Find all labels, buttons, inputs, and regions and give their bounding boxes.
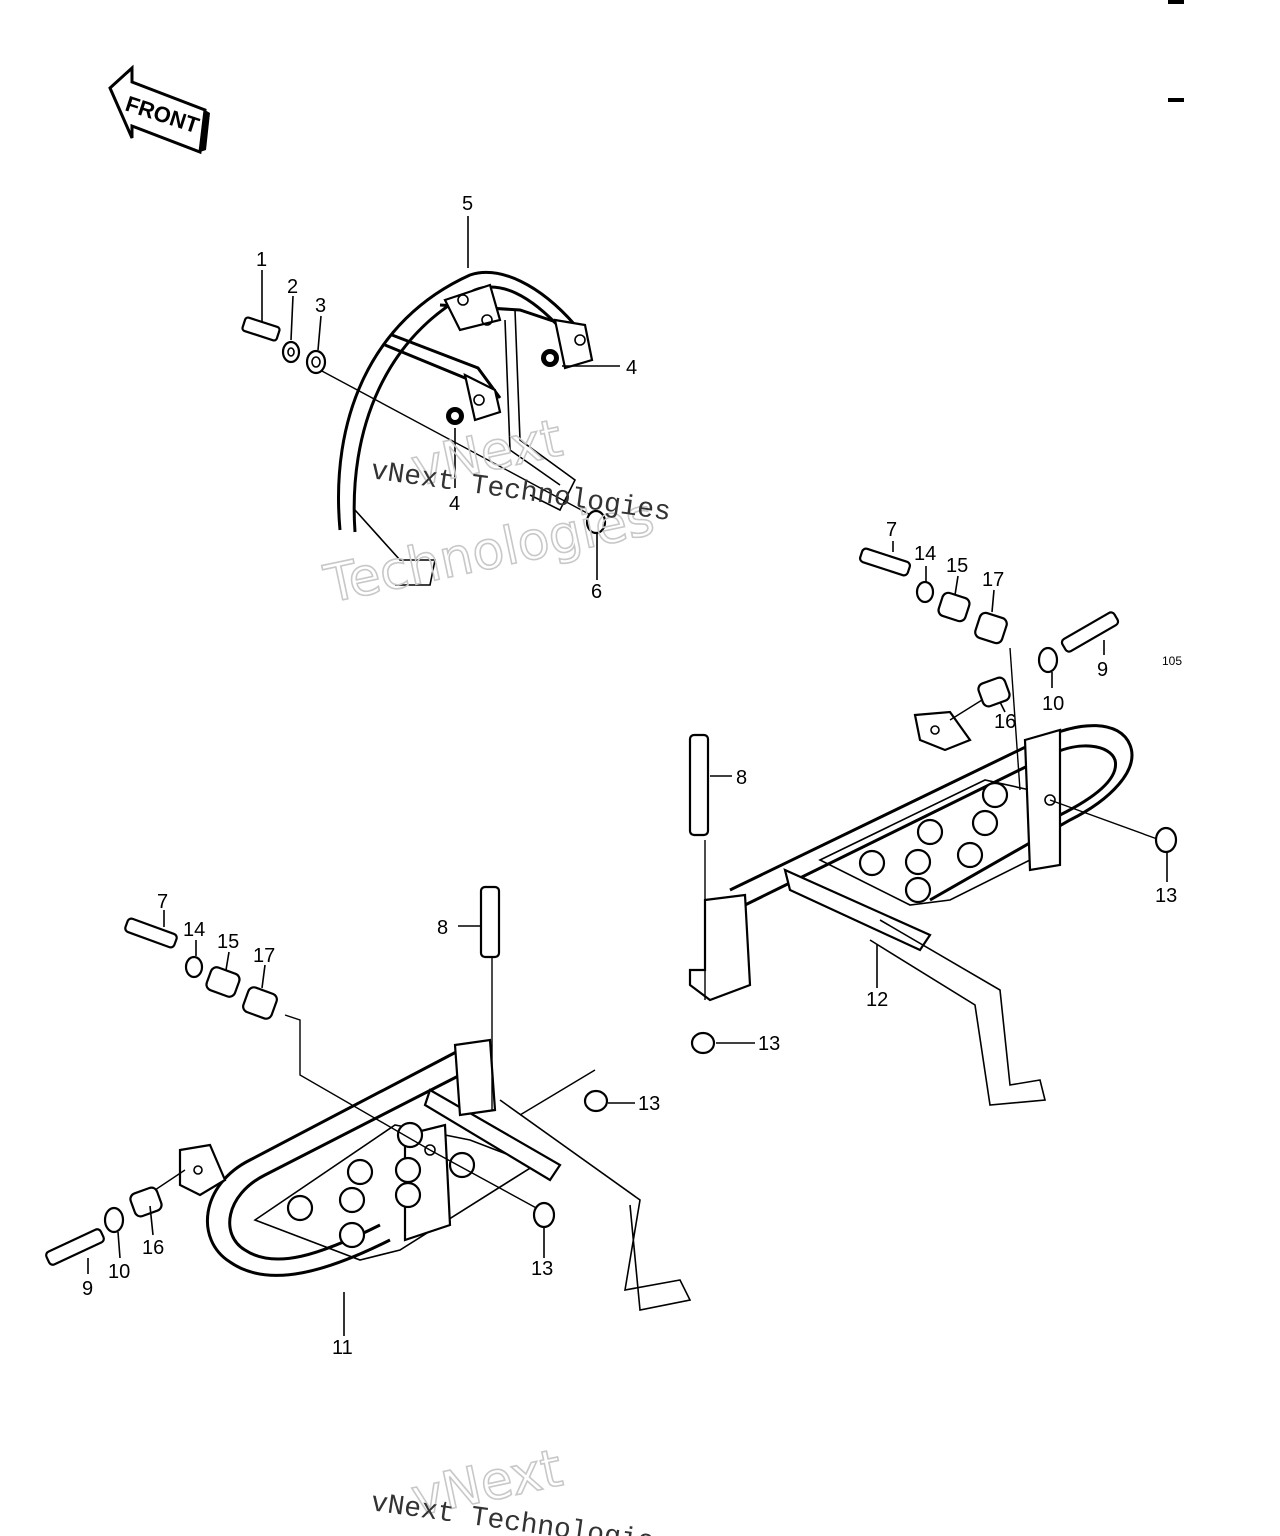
step-assembly-part-11 — [45, 885, 692, 1311]
grab-bar-part-5 — [319, 270, 601, 586]
callout-2: 2 — [287, 276, 298, 298]
callout-15-right: 15 — [946, 555, 968, 577]
callout-17-left: 17 — [253, 945, 275, 967]
callout-14-left: 14 — [183, 919, 205, 941]
step-assembly-part-12 — [688, 547, 1178, 1106]
watermark-lower: vNext vNext Technologies — [369, 1438, 673, 1536]
callout-8-right: 8 — [736, 767, 747, 789]
callout-5: 5 — [462, 193, 473, 215]
callout-13-left-b: 13 — [531, 1258, 553, 1280]
leader-lines — [87, 216, 1168, 1336]
callout-7-right: 7 — [886, 519, 897, 541]
callout-13-right-a: 13 — [1155, 885, 1177, 907]
callout-12: 12 — [866, 989, 888, 1011]
nut-part-6 — [585, 509, 607, 535]
callout-11: 11 — [332, 1337, 353, 1359]
callout-13-right-b: 13 — [758, 1033, 780, 1055]
callout-4a: 4 — [626, 357, 637, 379]
callout-16-left: 16 — [142, 1237, 164, 1259]
callout-9-right: 9 — [1097, 659, 1108, 681]
callout-13-left-a: 13 — [638, 1093, 660, 1115]
bolt-part-1 — [241, 316, 281, 342]
front-arrow-icon: FRONT — [108, 64, 210, 155]
watermark-upper: vNext Technologies vNext Technologies — [318, 408, 672, 617]
page-code: 105 — [1162, 654, 1182, 668]
callout-14-right: 14 — [914, 543, 936, 565]
callout-1: 1 — [256, 249, 267, 271]
callout-3: 3 — [315, 295, 326, 317]
callout-16-right: 16 — [994, 711, 1016, 733]
corner-marks — [1168, 0, 1184, 102]
washer-part-2 — [281, 340, 301, 364]
callout-7-left: 7 — [157, 891, 168, 913]
callout-8-left: 8 — [437, 917, 448, 939]
callout-4b: 4 — [449, 493, 460, 515]
callout-15-left: 15 — [217, 931, 239, 953]
callout-9-left: 9 — [82, 1278, 93, 1300]
callout-17-right: 17 — [982, 569, 1004, 591]
callout-10-right: 10 — [1042, 693, 1064, 715]
callout-10-left: 10 — [108, 1261, 130, 1283]
callout-6: 6 — [591, 581, 602, 603]
washer-part-3 — [305, 349, 327, 375]
callout-labels: 1 2 3 4 4 5 6 7 14 15 17 9 10 16 8 13 12… — [82, 193, 1182, 1359]
